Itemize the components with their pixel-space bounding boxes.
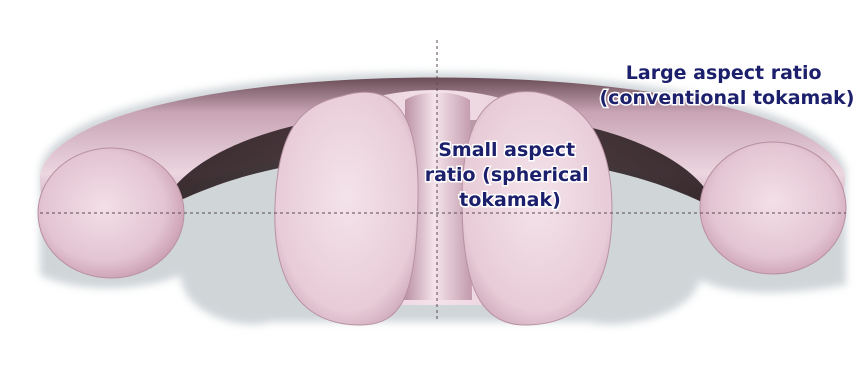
label-small-line1: Small aspect	[438, 139, 575, 161]
torus-right-cross-section	[700, 142, 846, 274]
sphere-left-lobe	[275, 92, 418, 325]
label-large-line1: Large aspect ratio	[626, 62, 822, 84]
label-small-line2: ratio (spherical	[425, 164, 589, 186]
label-small-line3: tokamak)	[459, 189, 561, 211]
spherical-tokamak	[275, 90, 612, 325]
label-large-line2: (conventional tokamak)	[600, 87, 855, 109]
